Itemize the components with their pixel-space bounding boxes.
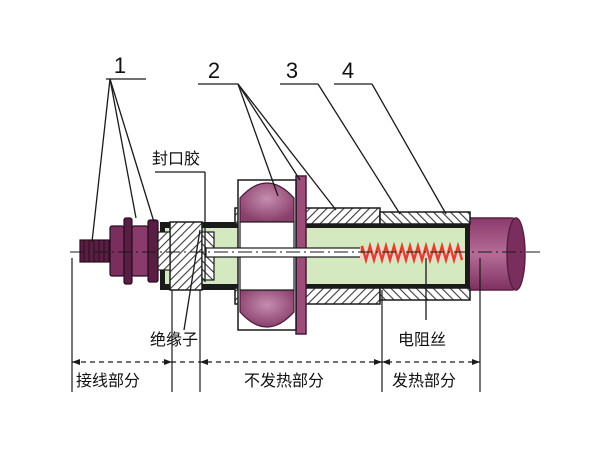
label-insulator: 绝缘子 — [150, 330, 198, 349]
label-resistance-wire: 电阻丝 — [398, 330, 446, 349]
section-heating: 发热部分 — [392, 371, 456, 390]
label-sealant: 封口胶 — [152, 149, 200, 168]
dimension-arrows — [72, 359, 480, 365]
callout-3: 3 — [286, 58, 298, 83]
terminal-assembly — [79, 217, 171, 285]
callout-1: 1 — [114, 53, 126, 78]
leader-lines — [91, 78, 447, 331]
element-tube-end — [465, 217, 526, 291]
dimension-lines — [71, 258, 481, 392]
callout-2: 2 — [208, 58, 220, 83]
callout-4: 4 — [342, 58, 354, 83]
section-non-heating: 不发热部分 — [244, 371, 324, 390]
section-terminal: 接线部分 — [76, 371, 140, 390]
resistance-coil — [360, 241, 464, 265]
